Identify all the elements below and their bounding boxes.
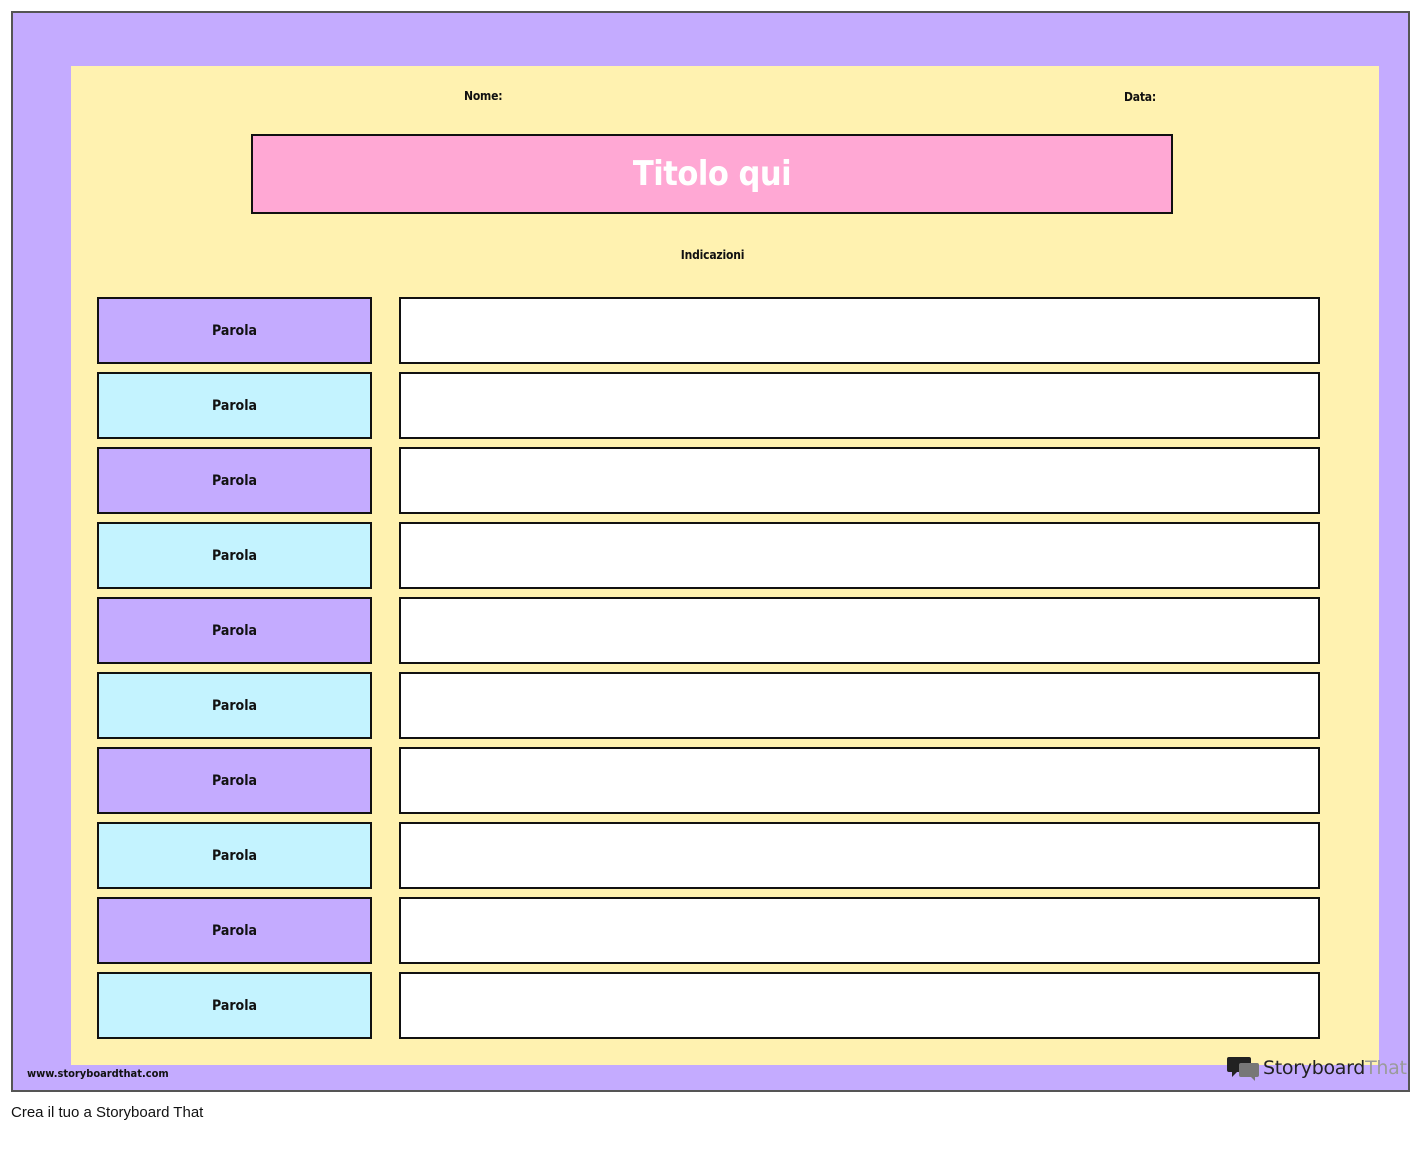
answer-box[interactable] (399, 747, 1320, 814)
table-row: Parola (97, 747, 1320, 814)
word-label: Parola (211, 622, 258, 639)
table-row: Parola (97, 972, 1320, 1039)
logo-word-that: That (1365, 1057, 1407, 1079)
word-box[interactable]: Parola (97, 372, 372, 439)
directions-text: Indicazioni (680, 248, 745, 262)
word-box[interactable]: Parola (97, 522, 372, 589)
name-label: Nome: (464, 89, 503, 103)
table-row: Parola (97, 372, 1320, 439)
word-box[interactable]: Parola (97, 597, 372, 664)
word-box[interactable]: Parola (97, 447, 372, 514)
table-row: Parola (97, 297, 1320, 364)
word-label: Parola (211, 697, 258, 714)
page-title: Titolo qui (632, 154, 792, 194)
answer-box[interactable] (399, 597, 1320, 664)
footer-url[interactable]: www.storyboardthat.com (27, 1067, 169, 1080)
answer-box[interactable] (399, 447, 1320, 514)
word-label: Parola (211, 997, 258, 1014)
word-box[interactable]: Parola (97, 297, 372, 364)
table-row: Parola (97, 522, 1320, 589)
word-label: Parola (211, 397, 258, 414)
speech-bubbles-icon (1227, 1057, 1259, 1081)
caption[interactable]: Crea il tuo a Storyboard That (11, 1104, 204, 1121)
word-label: Parola (211, 547, 258, 564)
word-box[interactable]: Parola (97, 972, 372, 1039)
word-box[interactable]: Parola (97, 822, 372, 889)
word-label: Parola (211, 922, 258, 939)
storyboardthat-logo[interactable]: StoryboardThat (1227, 1054, 1407, 1082)
word-box[interactable]: Parola (97, 672, 372, 739)
word-box[interactable]: Parola (97, 747, 372, 814)
answer-box[interactable] (399, 297, 1320, 364)
table-row: Parola (97, 597, 1320, 664)
date-label: Data: (1124, 90, 1157, 104)
word-label: Parola (211, 772, 258, 789)
answer-box[interactable] (399, 972, 1320, 1039)
table-row: Parola (97, 897, 1320, 964)
table-row: Parola (97, 822, 1320, 889)
answer-box[interactable] (399, 672, 1320, 739)
answer-box[interactable] (399, 897, 1320, 964)
table-row: Parola (97, 672, 1320, 739)
title-box[interactable]: Titolo qui (251, 134, 1173, 214)
word-label: Parola (211, 472, 258, 489)
table-row: Parola (97, 447, 1320, 514)
answer-box[interactable] (399, 822, 1320, 889)
answer-box[interactable] (399, 372, 1320, 439)
word-label: Parola (211, 322, 258, 339)
word-label: Parola (211, 847, 258, 864)
logo-word-storyboard: Storyboard (1263, 1057, 1366, 1079)
logo-text: StoryboardThat (1263, 1057, 1407, 1079)
word-box[interactable]: Parola (97, 897, 372, 964)
answer-box[interactable] (399, 522, 1320, 589)
